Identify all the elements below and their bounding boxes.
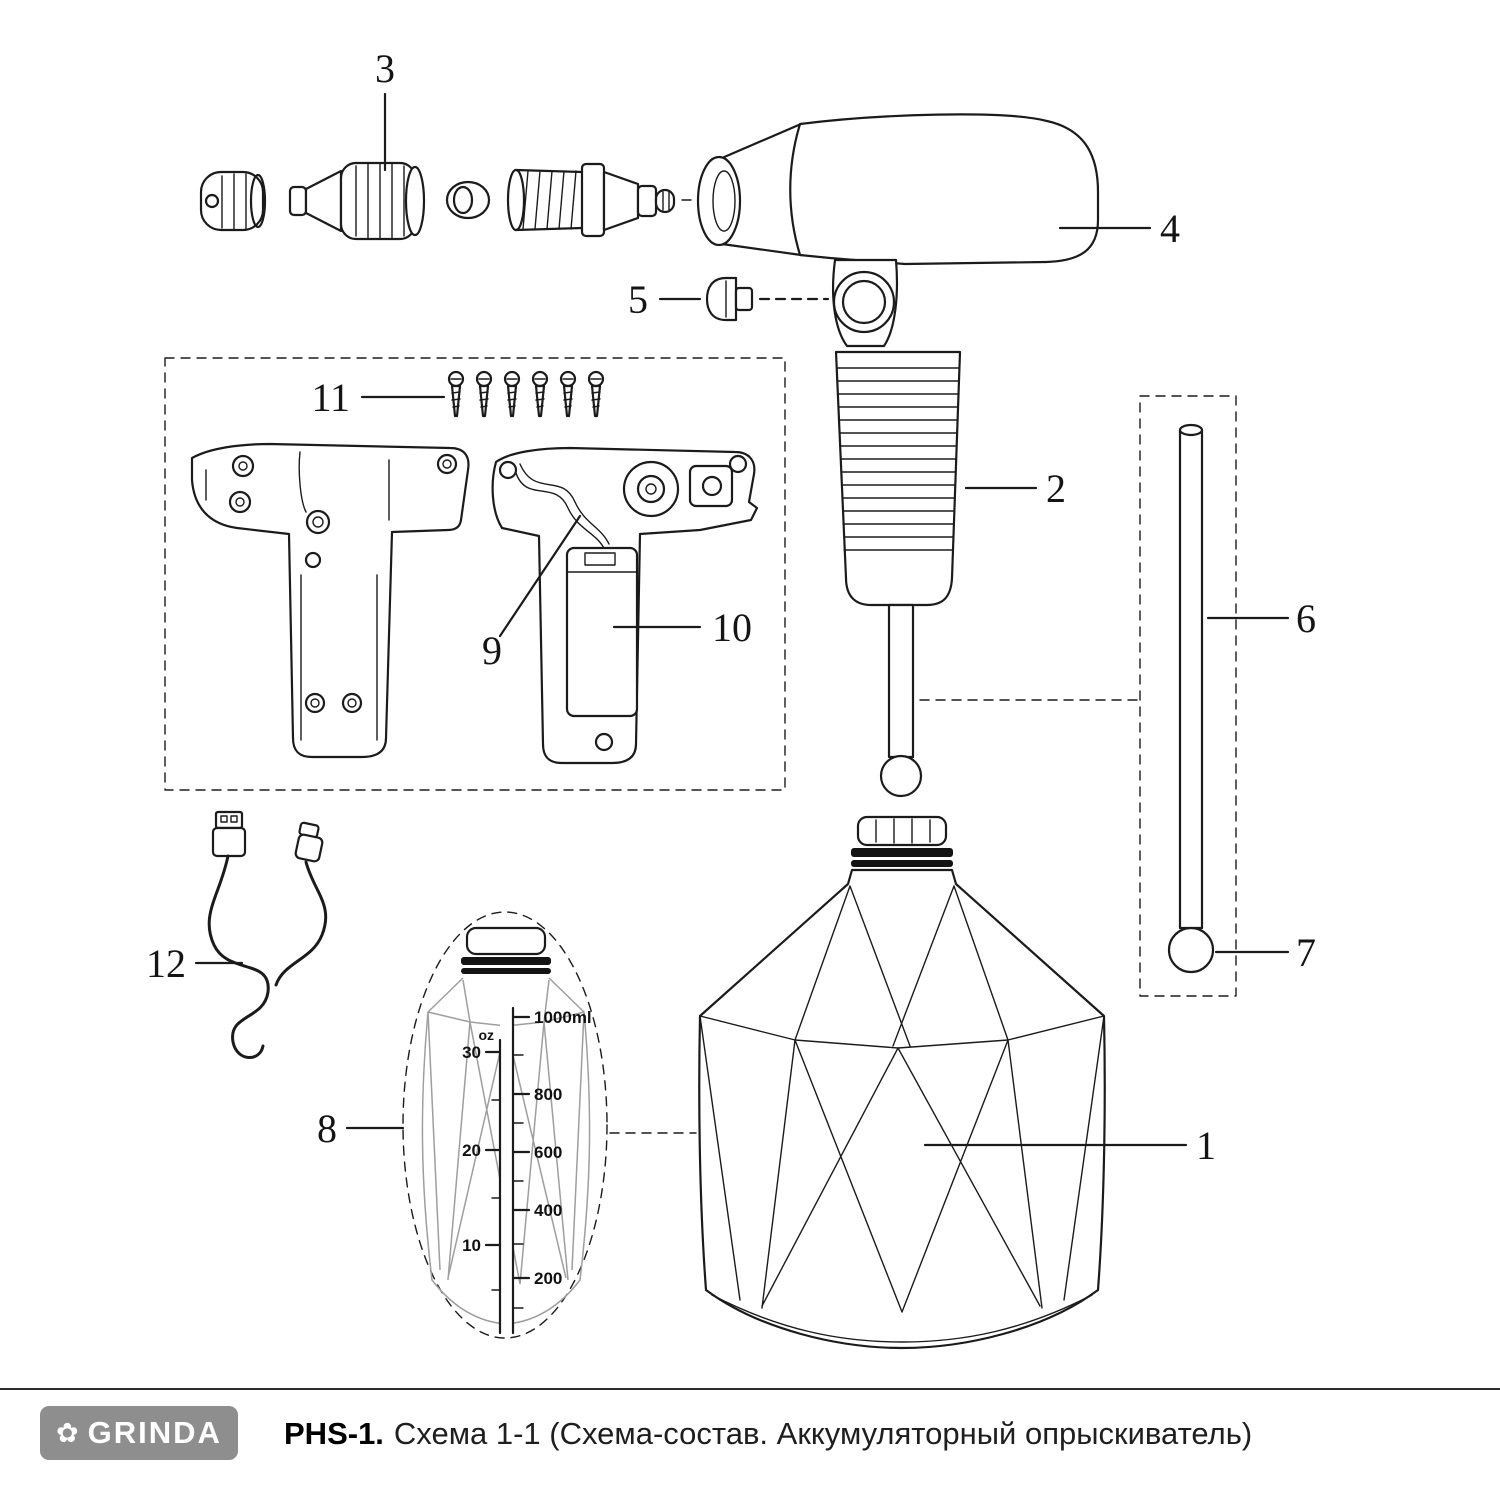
part-number-9: 9 [482,628,502,673]
part-number-8: 8 [317,1106,337,1151]
part-number-12: 12 [146,941,186,986]
callout-12: 12 [146,941,244,986]
brand-badge: ✿ GRINDA [40,1406,238,1460]
battery-pack [565,546,639,718]
scale-label-400: 400 [534,1201,562,1220]
handle-grip [834,350,962,607]
callout-11: 11 [311,375,446,420]
part-number-3: 3 [375,46,395,91]
pump-shaft [879,603,923,798]
scale-label-600: 600 [534,1143,562,1162]
scale-label-oz: oz [478,1027,494,1043]
sprayer-head [696,113,1100,348]
part-number-4: 4 [1160,206,1180,251]
scale-label-10: 10 [462,1236,481,1255]
bottle-cap [856,815,948,847]
diagram-canvas: 3 4 5 [146,46,1316,1350]
wires [514,469,606,551]
nozzle-assembly [199,161,743,241]
measuring-scale-view: 1000ml 800 600 400 200 oz 30 20 10 [402,911,697,1339]
callout-7: 7 [1214,930,1316,975]
model-number: PHS-1. [284,1416,384,1451]
part-number-7: 7 [1296,930,1316,975]
trigger-button [705,276,754,322]
suction-tube-box [1139,395,1237,997]
suction-tube [1178,428,1204,930]
part-number-6: 6 [1296,596,1316,641]
callout-3: 3 [375,46,395,172]
scale-label-800: 800 [534,1085,562,1104]
tank-bottle [698,815,1106,1350]
brand-name: GRINDA [87,1415,222,1450]
usb-cable [207,810,328,1059]
flower-icon: ✿ [56,1417,79,1448]
scale-label-200: 200 [534,1269,562,1288]
scale-label-30: 30 [462,1043,481,1062]
diagram-caption: PHS-1. Схема 1-1 (Схема-состав. Аккумулят… [284,1416,1252,1452]
callout-2: 2 [964,466,1066,511]
part-number-2: 2 [1046,466,1066,511]
part-number-10: 10 [712,605,752,650]
callout-1: 1 [923,1123,1216,1168]
usb-a-connector [214,810,244,830]
housing-halves-box: 11 [164,357,786,791]
callout-9: 9 [482,514,582,673]
housing-shell-right [491,446,759,765]
callout-8: 8 [317,1106,405,1151]
screws [447,370,605,418]
motor [622,460,680,518]
callout-10: 10 [612,605,752,650]
caption-text: Схема 1-1 (Схема-состав. Аккумуляторный … [393,1416,1253,1451]
part-number-11: 11 [311,375,350,420]
callout-4: 4 [1058,206,1180,251]
scale-label-20: 20 [462,1141,481,1160]
callout-6: 6 [1206,596,1316,641]
part-number-1: 1 [1196,1123,1216,1168]
housing-shell-left [190,442,470,759]
callout-5: 5 [628,277,830,322]
footer-divider [0,1388,1500,1390]
tube-ball-filter [1167,926,1215,974]
part-number-5: 5 [628,277,648,322]
scale-label-1000ml: 1000ml [534,1008,592,1027]
